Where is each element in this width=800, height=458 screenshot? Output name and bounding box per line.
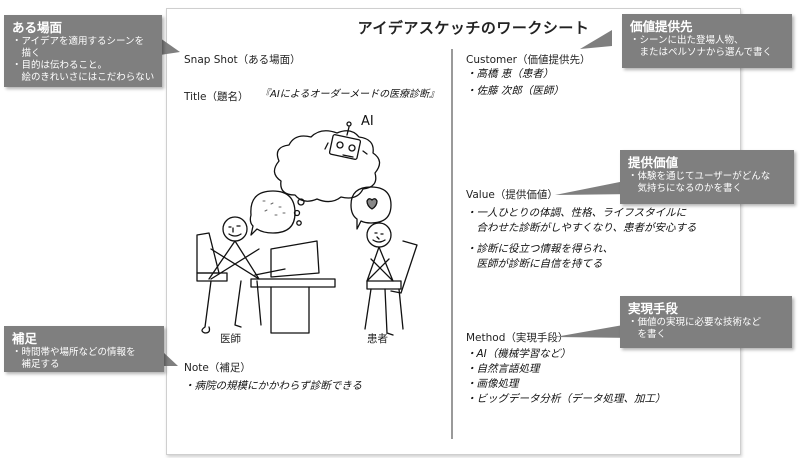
scene-sketch: AI 医師 患者 xyxy=(171,109,461,349)
thought-cloud-icon xyxy=(273,130,381,203)
method-item: ・AI（機械学習など） xyxy=(466,348,571,360)
ai-label: AI xyxy=(361,114,374,129)
method-item: ・ビッグデータ分析（データ処理、加工） xyxy=(466,393,666,405)
callout-line: ・目的は伝わること。 xyxy=(12,60,108,71)
callout-line: を書く xyxy=(628,329,667,340)
worksheet: アイデアスケッチのワークシート Snap Shot（ある場面） Title（題名… xyxy=(166,8,741,455)
doctor-caption: 医師 xyxy=(220,333,241,345)
worksheet-title: アイデアスケッチのワークシート xyxy=(357,19,590,37)
callout-scene: ある場面 ・アイデアを適用するシーンを 描く ・目的は伝わること。 絵のきれいさ… xyxy=(4,15,162,87)
callout-line: 絵のきれいさにはこだわらない xyxy=(12,72,155,83)
customer-list: ・高橋 恵（患者） ・佐藤 次郎（医師） xyxy=(466,66,564,100)
note-list: ・病院の規模にかかわらず診断できる xyxy=(184,378,362,395)
callout-customer-title: 価値提供先 xyxy=(630,19,693,34)
callout-note: 補足 ・時間帯や場所などの情報を 補足する xyxy=(4,326,164,372)
callout-line: 描く xyxy=(12,48,41,59)
patient-caption: 患者 xyxy=(367,333,388,345)
callout-line: 補足する xyxy=(12,359,60,370)
callout-method: 実現手段 ・価値の実現に必要な技術など を書く xyxy=(620,296,792,348)
callout-line: またはペルソナから選んで書く xyxy=(630,47,773,58)
note-item: ・病院の規模にかかわらず診断できる xyxy=(184,380,363,392)
value-item: ・一人ひとりの体調、性格、ライフスタイルに xyxy=(466,207,687,219)
customer-item: ・高橋 恵（患者） xyxy=(466,68,554,80)
snapshot-label: Snap Shot（ある場面） xyxy=(184,54,301,66)
callout-line: 気持ちになるのかを書く xyxy=(628,183,743,194)
callout-scene-title: ある場面 xyxy=(12,20,63,35)
callout-value: 提供価値 ・体験を通じてユーザーがどんな 気持ちになるのかを書く xyxy=(620,150,794,204)
heart-icon xyxy=(366,198,378,210)
title-label: Title（題名） xyxy=(184,91,249,103)
patient-speech-bubble-icon xyxy=(350,186,392,230)
callout-line: ・時間帯や場所などの情報を xyxy=(12,347,136,358)
robot-icon xyxy=(324,121,368,160)
customer-item: ・佐藤 次郎（医師） xyxy=(466,85,564,97)
value-list: ・一人ひとりの体調、性格、ライフスタイルに 合わせた診断がしやすくなり、患者が安… xyxy=(466,206,696,272)
title-value: 『AIによるオーダーメードの医療診断』 xyxy=(260,89,440,100)
method-list: ・AI（機械学習など） ・自然言語処理 ・画像処理 ・ビッグデータ分析（データ処… xyxy=(466,347,666,407)
value-label: Value（提供価値） xyxy=(466,189,558,201)
callout-line: ・体験を通じてユーザーがどんな xyxy=(628,171,771,182)
callout-method-title: 実現手段 xyxy=(628,301,679,316)
callout-note-title: 補足 xyxy=(12,331,38,346)
value-item-cont: 合わせた診断がしやすくなり、患者が安心する xyxy=(466,222,697,234)
callout-customer: 価値提供先 ・シーンに出た登場人物、 またはペルソナから選んで書く xyxy=(622,14,792,68)
method-item: ・画像処理 xyxy=(466,378,519,390)
column-divider xyxy=(451,49,453,439)
callout-value-title: 提供価値 xyxy=(628,155,679,170)
callout-line: ・価値の実現に必要な技術など xyxy=(628,317,762,328)
doctor-figure-icon xyxy=(196,216,336,334)
method-item: ・自然言語処理 xyxy=(466,363,540,375)
note-label: Note（補足） xyxy=(184,362,251,374)
value-item: ・診断に役立つ情報を得られ、 xyxy=(466,243,614,255)
callout-line: ・アイデアを適用するシーンを xyxy=(12,36,145,47)
value-item-cont: 医師が診断に自信を持てる xyxy=(466,258,603,270)
doctor-speech-bubble-icon xyxy=(249,190,296,236)
callout-line: ・シーンに出た登場人物、 xyxy=(630,35,744,46)
method-label: Method（実現手段） xyxy=(466,332,569,344)
customer-label: Customer（価値提供先） xyxy=(466,54,591,66)
patient-figure-icon xyxy=(364,222,418,336)
